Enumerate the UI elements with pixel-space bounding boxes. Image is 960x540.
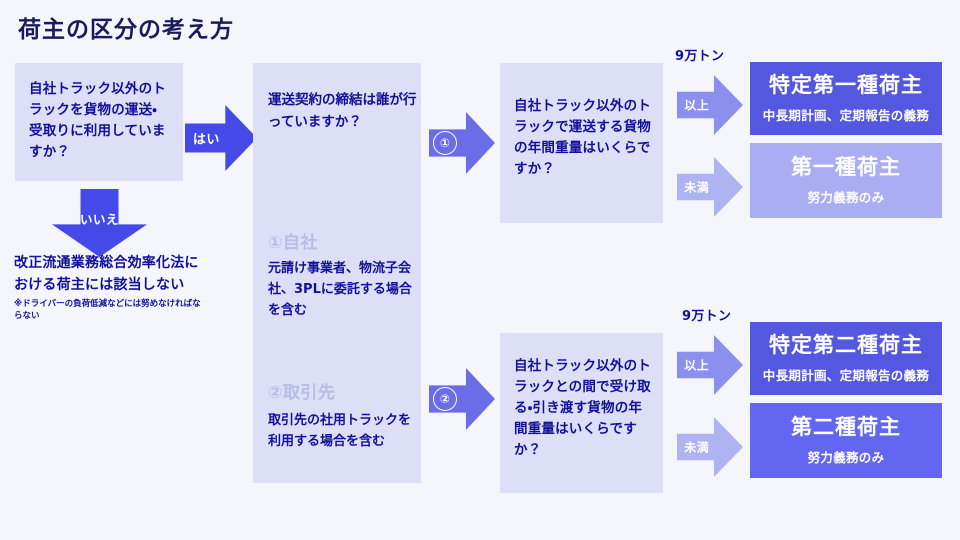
result-not-applicable: 改正流通業務総合効率化法における荷主には該当しない ※ドライバーの負荷低減などに… [14,253,204,322]
threshold-label-bottom: 9万トン [682,309,732,324]
arrow-under-bottom: 未満 [677,417,743,477]
arrow-option-1-label: ① [433,131,457,155]
arrow-option-1: ① [429,112,495,174]
question-box-weight-receive: 自社トラック以外のトラックとの間で受け取る・引き渡す貨物の年間重量はいくらですか… [500,333,663,493]
option-1-title: ①自社 [268,233,318,253]
result-not-applicable-text: 改正流通業務総合効率化法における荷主には該当しない [14,255,199,293]
arrow-yes: はい [185,105,257,171]
result-subtitle: 中長期計画、定期報告の義務 [762,368,930,384]
arrow-no: いいえ [52,189,147,257]
result-subtitle: 努力義務のみ [807,190,885,206]
question-box-contract: 運送契約の締結は誰が行っていますか？ ①自社 元請け事業者、物流子会社、3PLに… [253,63,421,483]
threshold-label-top: 9万トン [675,49,725,64]
arrow-over-bottom-label: 以上 [684,358,710,373]
result-title: 第二種荷主 [791,414,901,439]
result-not-applicable-note: ※ドライバーの負荷低減などには努めなければならない [14,299,201,321]
result-box-tokutei-dainishu: 特定第二種荷主 中長期計画、定期報告の義務 [750,322,942,395]
result-title: 特定第一種荷主 [769,72,923,97]
question-box-weight-transport: 自社トラック以外のトラックで運送する貨物の年間重量はいくらですか？ [500,63,663,223]
question-weight-receive-text: 自社トラック以外のトラックとの間で受け取る・引き渡す貨物の年間重量はいくらですか… [514,358,651,458]
question-usage-text: 自社トラック以外のトラックを貨物の運送・受取りに利用していますか？ [29,81,166,160]
result-box-dainishu: 第二種荷主 努力義務のみ [750,403,942,478]
result-title: 特定第二種荷主 [769,332,923,357]
question-weight-transport-text: 自社トラック以外のトラックで運送する貨物の年間重量はいくらですか？ [514,98,651,177]
result-box-daiisshu: 第一種荷主 努力義務のみ [750,143,942,218]
option-1-body: 元請け事業者、物流子会社、3PLに委託する場合を含む [268,261,412,318]
arrow-yes-label: はい [192,132,220,148]
result-subtitle: 中長期計画、定期報告の義務 [762,108,930,124]
arrow-under-bottom-label: 未満 [684,440,710,455]
arrow-under-top-label: 未満 [684,180,710,195]
arrow-over-top-label: 以上 [684,98,710,113]
arrow-under-top: 未満 [677,157,743,217]
question-box-usage: 自社トラック以外のトラックを貨物の運送・受取りに利用していますか？ [15,63,183,181]
result-subtitle: 努力義務のみ [807,450,885,466]
page-title: 荷主の区分の考え方 [18,17,234,43]
arrow-no-label: いいえ [79,212,119,227]
question-contract-text: 運送契約の締結は誰が行っていますか？ [268,92,417,130]
option-2-body: 取引先の社用トラックを利用する場合を含む [268,413,412,449]
option-2-title: ②取引先 [268,383,336,403]
result-box-tokutei-daiisshu: 特定第一種荷主 中長期計画、定期報告の義務 [750,62,942,135]
arrow-option-2: ② [429,368,495,430]
arrow-over-top: 以上 [677,75,743,135]
result-title: 第一種荷主 [791,154,901,179]
arrow-over-bottom: 以上 [677,335,743,395]
arrow-option-2-label: ② [433,387,457,411]
